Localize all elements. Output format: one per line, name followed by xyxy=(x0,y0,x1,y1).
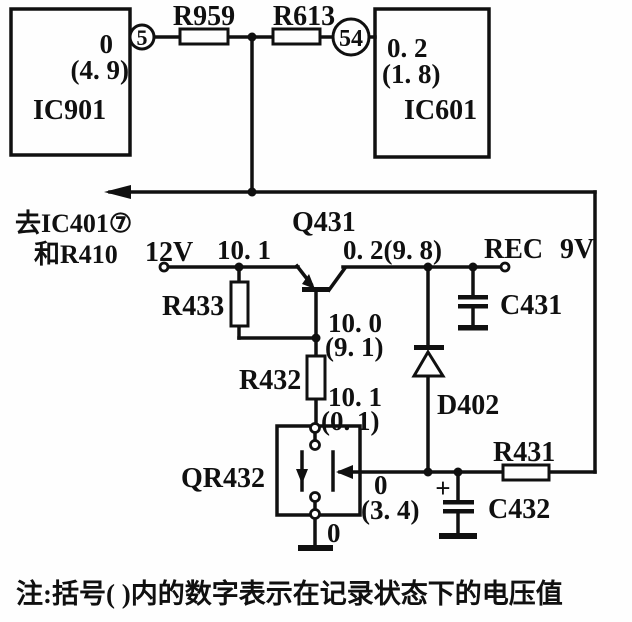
base-voltage: 10. 0 xyxy=(328,308,382,338)
c431-plate xyxy=(458,295,488,300)
d402-label: D402 xyxy=(437,390,499,421)
qr432-left-arrow-icon xyxy=(336,465,353,479)
resistor-r613 xyxy=(271,27,322,46)
qr432-right-voltage: 0 xyxy=(374,470,388,500)
rec-label: REC xyxy=(484,234,543,265)
junction-dot xyxy=(423,262,433,272)
arrow-left-icon xyxy=(104,185,131,199)
ic901-label: IC901 xyxy=(33,95,106,126)
ic901-box xyxy=(9,7,132,157)
junction-dot xyxy=(247,187,257,197)
base-voltage-rec: (9. 1) xyxy=(325,332,383,362)
output-voltage: 0. 2(9. 8) xyxy=(343,235,442,265)
ic601-voltage-rec: (1. 8) xyxy=(382,59,440,89)
d402-cathode-bar xyxy=(414,345,444,350)
r432-bottom-voltage-rec: (0. 1) xyxy=(321,406,379,436)
emitter-voltage: 10. 1 xyxy=(217,235,271,265)
c431-plate xyxy=(458,304,488,309)
junction-dot xyxy=(423,467,433,477)
c431-label: C431 xyxy=(500,290,562,321)
c432-polarity-sign: + xyxy=(435,473,450,503)
c432-label: C432 xyxy=(488,494,550,525)
c432-plate xyxy=(443,500,474,505)
qr432-terminal xyxy=(309,422,321,434)
ic901-voltage: 0 xyxy=(100,29,114,59)
ic901-pin-number: 5 xyxy=(137,25,148,50)
resistor-r431 xyxy=(501,463,551,482)
r431-label: R431 xyxy=(493,437,555,468)
qr432-terminal xyxy=(309,491,321,503)
resistor-r433 xyxy=(229,280,250,328)
ic601-box xyxy=(373,7,491,159)
footnote: 注:括号( )内的数字表示在记录状态下的电压值 xyxy=(16,578,563,609)
junction-dot xyxy=(247,32,257,42)
ic601-voltage: 0. 2 xyxy=(387,33,428,63)
rec-voltage-label: 9V xyxy=(560,234,594,265)
qr432-ground-bar xyxy=(298,545,333,551)
ic601-pin-circle xyxy=(331,17,371,57)
qr432-right-voltage-rec: (3. 4) xyxy=(361,495,419,525)
c432-plate xyxy=(443,509,474,514)
r959-label: R959 xyxy=(173,1,235,32)
junction-dot xyxy=(234,262,244,272)
qr432-terminal xyxy=(309,508,321,520)
junction-dot xyxy=(311,333,321,343)
supply-label: 12V xyxy=(145,237,193,268)
qr432-bottom-voltage: 0 xyxy=(327,518,341,548)
qr432-label: QR432 xyxy=(181,463,265,494)
dest-annotation-line1: 去IC401⑦ xyxy=(15,209,132,238)
supply-terminal xyxy=(158,261,170,273)
junction-dot xyxy=(468,262,478,272)
resistor-r959 xyxy=(178,27,230,46)
rec-output-terminal xyxy=(499,261,511,273)
q431-collector xyxy=(326,265,348,293)
c432-ground-bar xyxy=(439,533,477,539)
qr432-down-arrow-icon xyxy=(296,469,308,484)
dest-annotation-line2: 和R410 xyxy=(34,240,118,269)
qr432-terminal xyxy=(309,439,321,451)
r432-bottom-voltage: 10. 1 xyxy=(328,382,382,412)
resistor-r432 xyxy=(305,354,327,401)
c431-ground-bar xyxy=(458,325,488,331)
ic901-voltage-rec: (4. 9) xyxy=(71,55,129,85)
wires xyxy=(108,35,597,547)
r432-label: R432 xyxy=(239,365,301,396)
junction-dot xyxy=(453,467,463,477)
d402-triangle xyxy=(411,349,446,378)
r613-label: R613 xyxy=(273,1,335,32)
ic601-label: IC601 xyxy=(404,95,477,126)
ic901-pin-circle xyxy=(128,23,156,51)
r433-label: R433 xyxy=(162,291,224,322)
ic601-pin-number: 54 xyxy=(339,26,363,52)
q431-label: Q431 xyxy=(292,207,356,238)
q431-base-bar xyxy=(302,287,330,292)
q431-emitter-arrow-icon xyxy=(302,274,315,289)
